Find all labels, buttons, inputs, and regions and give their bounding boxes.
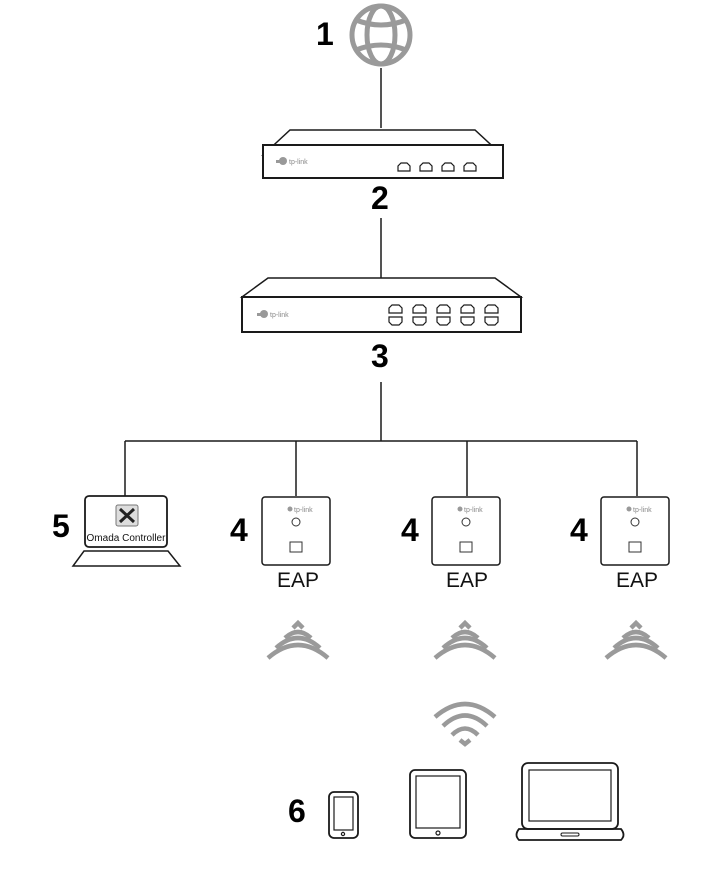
switch-ports — [388, 304, 499, 326]
broadcast-signal-icon — [604, 619, 668, 660]
switch: tp-link — [239, 277, 524, 333]
node-number-4: 4 — [570, 512, 588, 548]
eap-2: 4 tp-link EAP — [401, 496, 501, 592]
connection-lines — [124, 68, 638, 496]
controller-label: Omada Controller — [87, 533, 167, 544]
router-ports — [397, 162, 477, 172]
eap-label: EAP — [277, 569, 319, 592]
node-number-1: 1 — [316, 16, 334, 52]
eap-1: 4 tp-link EAP — [230, 496, 331, 592]
controller-laptop: Omada Controller — [71, 495, 182, 567]
eap-3: 4 tp-link EAP — [570, 496, 670, 592]
switch-body — [241, 296, 522, 333]
node-number-4: 4 — [230, 512, 248, 548]
eap-label: EAP — [616, 569, 658, 592]
tp-link-logo: tp-link — [276, 157, 308, 166]
svg-text:tp-link: tp-link — [633, 507, 652, 514]
globe-icon — [349, 3, 413, 67]
svg-text:tp-link: tp-link — [270, 312, 289, 319]
router-body — [262, 144, 504, 179]
node-number-3: 3 — [371, 338, 389, 374]
laptop-icon — [515, 762, 625, 841]
node-number-2: 2 — [371, 180, 389, 216]
router: tp-link — [261, 129, 504, 179]
eap-label: EAP — [446, 569, 488, 592]
broadcast-signal-icon — [433, 619, 497, 660]
tablet-icon — [409, 769, 467, 839]
tp-link-logo: tp-link — [257, 310, 289, 319]
node-number-4: 4 — [401, 512, 419, 548]
phone-icon — [328, 791, 359, 839]
node-number-6: 6 — [288, 793, 306, 829]
node-number-5: 5 — [52, 508, 70, 544]
svg-text:tp-link: tp-link — [294, 507, 313, 514]
broadcast-signal-icon — [266, 619, 330, 660]
tools-icon — [115, 504, 139, 527]
svg-text:tp-link: tp-link — [289, 159, 308, 166]
svg-text:tp-link: tp-link — [464, 507, 483, 514]
wifi-receive-icon — [433, 701, 497, 747]
